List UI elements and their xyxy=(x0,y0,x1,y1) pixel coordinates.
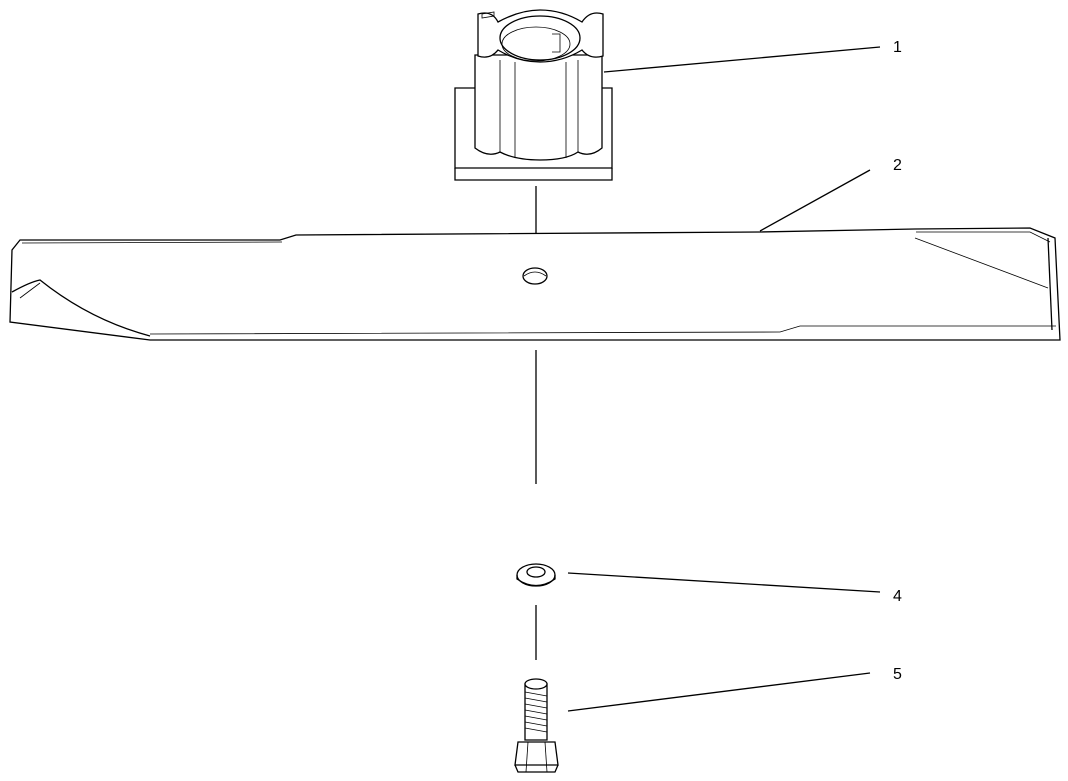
leader-line-2 xyxy=(759,169,871,232)
blade xyxy=(9,227,1061,341)
blade-bolt xyxy=(514,678,559,773)
leader-line-1 xyxy=(603,46,881,73)
leader-line-4 xyxy=(567,572,881,593)
washer xyxy=(516,563,556,660)
callout-label-2: 2 xyxy=(893,157,902,174)
callout-label-4: 4 xyxy=(893,588,902,605)
callout-label-5: 5 xyxy=(893,666,902,683)
blade-adapter xyxy=(454,9,613,262)
callout-label-1: 1 xyxy=(893,39,902,56)
leader-line-5 xyxy=(567,672,871,712)
